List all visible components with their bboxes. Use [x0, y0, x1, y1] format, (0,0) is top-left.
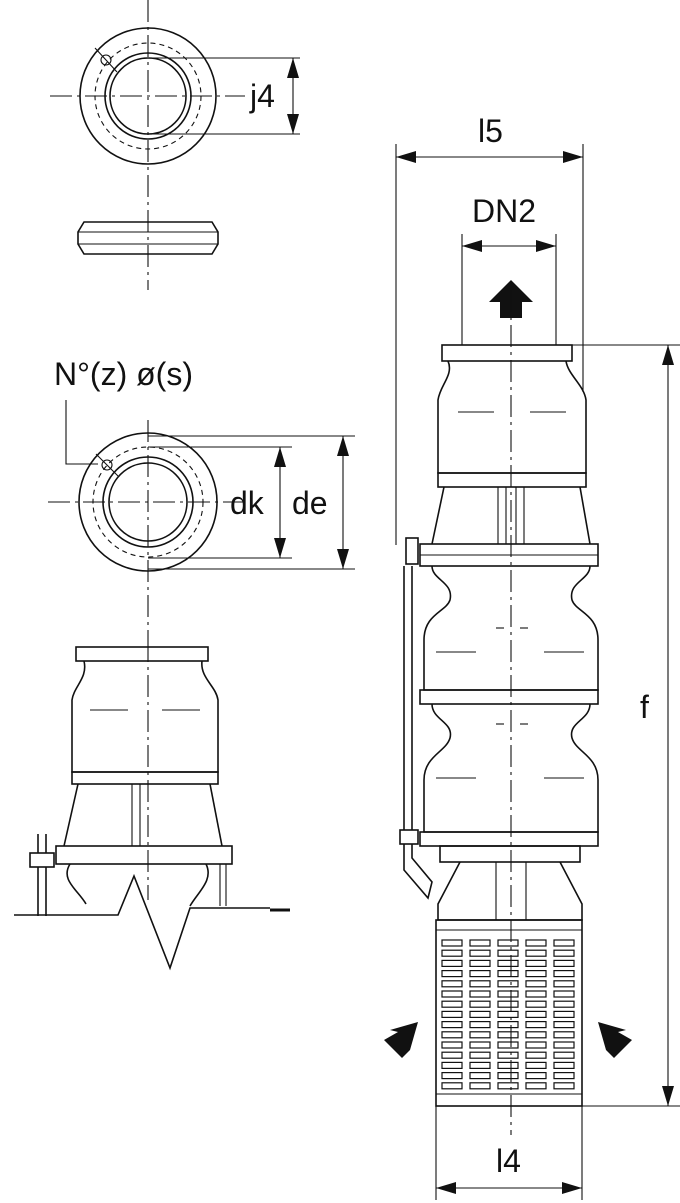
- flange-plan-view-bottom: N°(z) ø(s) dk de: [48, 356, 355, 640]
- strainer-slot: [553, 980, 575, 988]
- strainer-slot: [469, 1010, 491, 1019]
- strainer-slot: [497, 1051, 519, 1059]
- strainer-slot: [497, 1041, 519, 1049]
- strainer-slot: [441, 959, 463, 968]
- strainer-slot: [553, 1010, 575, 1019]
- strainer-slot: [553, 1031, 575, 1039]
- strainer-slot: [525, 1071, 547, 1080]
- strainer-slot: [469, 980, 491, 988]
- strainer-slot: [525, 1000, 547, 1008]
- label-l4: l4: [496, 1143, 521, 1179]
- strainer-slot: [553, 1082, 575, 1090]
- strainer-slot: [525, 1020, 547, 1029]
- strainer-slot: [553, 990, 575, 998]
- strainer-slot: [441, 949, 463, 957]
- strainer-slot: [553, 949, 575, 957]
- strainer-slot: [469, 939, 491, 947]
- strainer-slot: [525, 969, 547, 978]
- strainer-slot: [497, 990, 519, 998]
- strainer-slot: [441, 1010, 463, 1019]
- strainer-slot: [497, 980, 519, 988]
- strainer-slot: [441, 939, 463, 947]
- strainer-slot: [497, 969, 519, 978]
- strainer-slot: [553, 969, 575, 978]
- strainer-slot: [497, 1000, 519, 1008]
- suction-arrow-right-icon: [598, 1022, 632, 1058]
- strainer-slot: [441, 1041, 463, 1049]
- label-holes: N°(z) ø(s): [54, 356, 193, 392]
- strainer-slot: [525, 949, 547, 957]
- strainer-slot: [469, 990, 491, 998]
- strainer-slot: [525, 1010, 547, 1019]
- label-f: f: [640, 689, 649, 725]
- strainer-slot: [553, 959, 575, 968]
- strainer-slot: [525, 980, 547, 988]
- strainer-slot: [441, 969, 463, 978]
- strainer-slot: [497, 1071, 519, 1080]
- strainer-slot: [497, 1031, 519, 1039]
- label-l5: l5: [478, 113, 503, 149]
- strainer-slot: [469, 969, 491, 978]
- strainer-slot: [497, 1082, 519, 1090]
- label-j4: j4: [249, 78, 275, 114]
- strainer-slot: [469, 949, 491, 957]
- strainer-slot: [525, 939, 547, 947]
- strainer-slot: [469, 959, 491, 968]
- pump-head-elevation: [14, 640, 290, 971]
- strainer-slot: [497, 939, 519, 947]
- strainer-slot: [469, 1031, 491, 1039]
- strainer-slot: [469, 1000, 491, 1008]
- strainer-slot: [525, 959, 547, 968]
- strainer-slot: [441, 1000, 463, 1008]
- strainer-slot: [553, 1020, 575, 1029]
- strainer-slot: [441, 1051, 463, 1059]
- strainer-slot: [525, 1051, 547, 1059]
- strainer-slot: [525, 1041, 547, 1049]
- strainer-slot: [441, 1061, 463, 1070]
- strainer-slot: [469, 1020, 491, 1029]
- strainer-slot: [553, 1071, 575, 1080]
- strainer-slot: [469, 1082, 491, 1090]
- strainer-slot: [497, 949, 519, 957]
- bolt-hole-icon: [101, 459, 113, 471]
- label-dn2: DN2: [472, 193, 536, 229]
- suction-arrow-left-icon: [384, 1022, 418, 1058]
- strainer-slot: [469, 1061, 491, 1070]
- strainer-slot: [497, 1020, 519, 1029]
- strainer-slot: [553, 1000, 575, 1008]
- label-dk: dk: [230, 485, 265, 521]
- strainer-slot: [441, 1020, 463, 1029]
- label-de: de: [292, 485, 328, 521]
- strainer-slot: [469, 1041, 491, 1049]
- strainer-slot: [525, 1061, 547, 1070]
- strainer-slot: [497, 1010, 519, 1019]
- strainer-slot: [441, 1071, 463, 1080]
- strainer-slot: [497, 959, 519, 968]
- bolt-hole-icon: [100, 54, 112, 66]
- strainer-slot: [553, 1061, 575, 1070]
- strainer-slot: [469, 1071, 491, 1080]
- strainer-grid: [441, 939, 575, 1090]
- strainer-slot: [469, 1051, 491, 1059]
- strainer-slot: [525, 1082, 547, 1090]
- strainer-slot: [497, 1061, 519, 1070]
- strainer-slot: [441, 1082, 463, 1090]
- strainer-slot: [441, 1031, 463, 1039]
- strainer-slot: [553, 939, 575, 947]
- strainer-slot: [525, 1031, 547, 1039]
- strainer-slot: [553, 1051, 575, 1059]
- pump-full-elevation: l5 DN2 f: [384, 113, 680, 1200]
- flange-plan-view-top: j4: [50, 0, 300, 290]
- strainer-slot: [441, 980, 463, 988]
- strainer-slot: [441, 990, 463, 998]
- strainer-slot: [525, 990, 547, 998]
- strainer-slot: [553, 1041, 575, 1049]
